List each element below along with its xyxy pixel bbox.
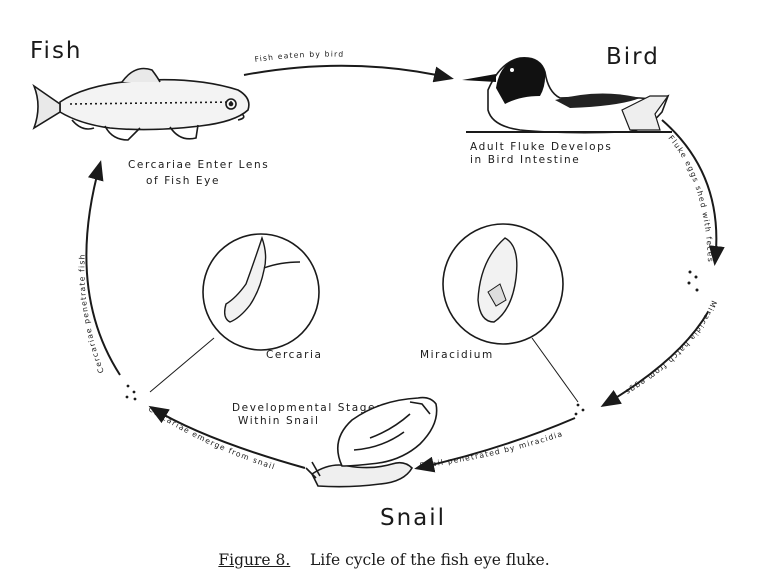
bird-label: Bird [606,44,660,70]
fish-illustration [32,67,250,141]
cercariae-enter-label-line2: of Fish Eye [146,175,220,187]
adult-fluke-label-line2: in Bird Intestine [470,154,580,166]
miracidium-label: Miracidium [420,349,494,361]
cercaria-label: Cercaria [266,349,323,361]
bird-illustration [462,56,672,134]
arrow-snail-to-cercariae [148,405,306,469]
cercaria-illustration [149,233,320,393]
egg-dots [687,270,699,292]
miracidia-dots [574,403,585,416]
figure-caption-text: Life cycle of the fish eye fluke. [310,551,550,569]
arrow-label-miracidia-hatch: Miracidia hatch from eggs [623,299,719,397]
arrow-cercariae-to-fish [85,160,121,376]
arrow-label-cercariae-penetrate: Cercariae penetrate fish [77,253,105,374]
cercariae-dots [125,384,137,401]
snail-label: Snail [380,505,446,531]
arrow-miracidia-to-snail [414,417,576,473]
snail-illustration [305,396,438,488]
figure-caption: Figure 8. Life cycle of the fish eye flu… [0,551,768,569]
cercariae-enter-label-line1: Cercariae Enter Lens [128,159,269,171]
fish-label: Fish [30,38,83,64]
arrow-label-fish-eaten: Fish eaten by bird [254,50,344,64]
miracidium-illustration [442,223,579,403]
arrow-label-snail-penetrated: Snail penetrated by miracidia [419,429,564,470]
arrow-fish-to-bird [243,64,454,83]
developmental-label-line2: Within Snail [238,415,320,427]
adult-fluke-label-line1: Adult Fluke Develops [470,141,613,153]
developmental-label-line1: Developmental Stages [232,402,383,414]
figure-number: Figure 8. [218,551,291,569]
arrow-bird-to-eggs [661,119,725,266]
arrow-eggs-to-miracidia [600,311,709,408]
